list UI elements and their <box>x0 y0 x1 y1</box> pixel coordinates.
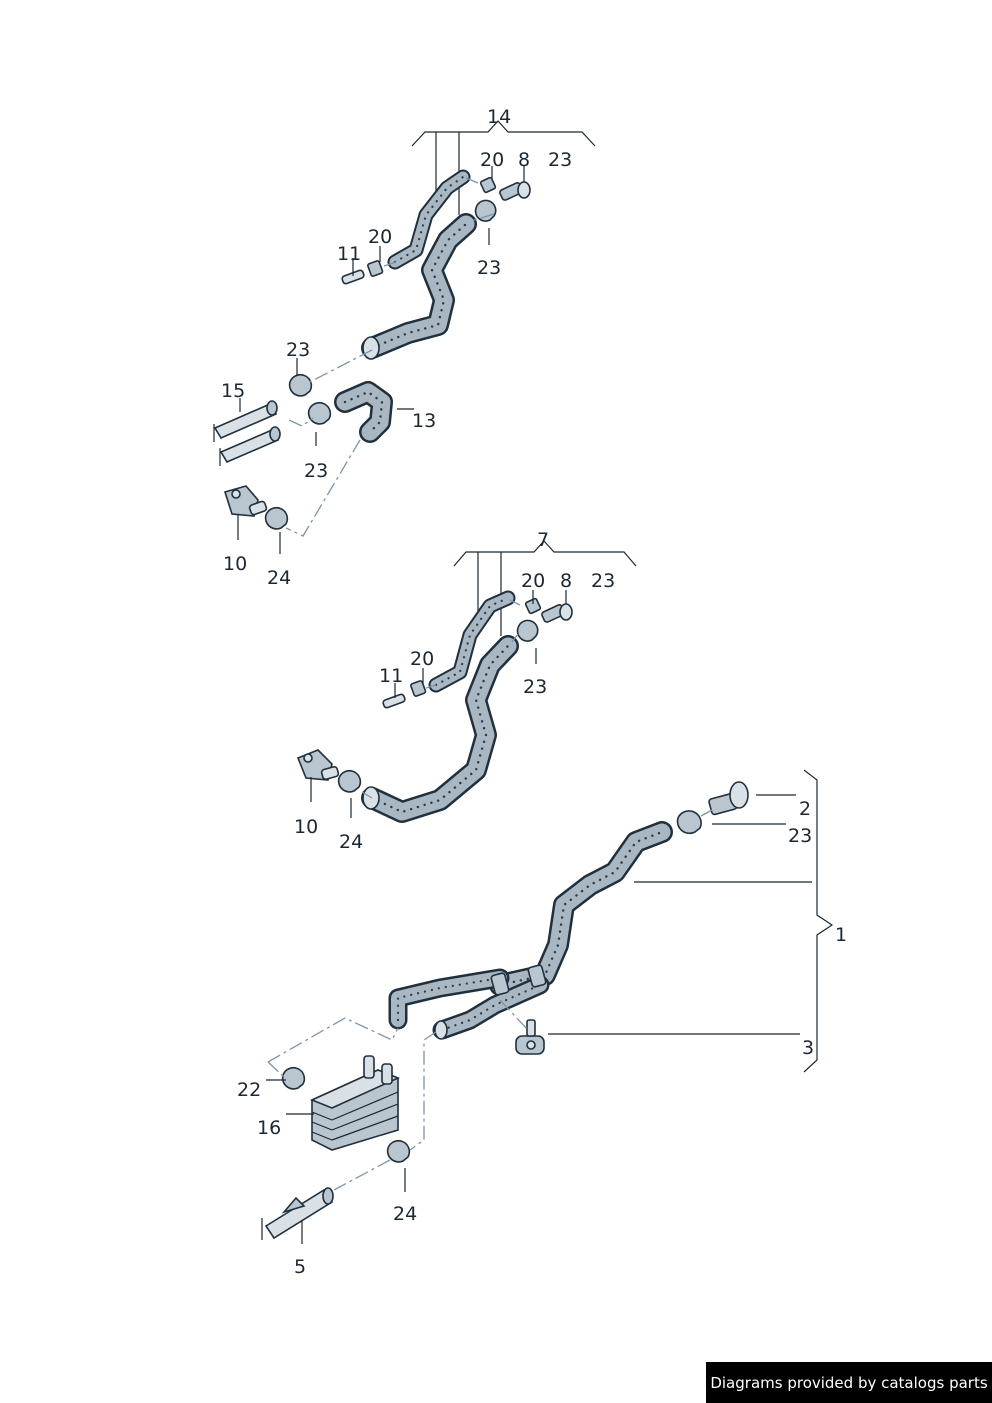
callout-20: 20 <box>480 149 504 171</box>
clamp-24-mid <box>337 769 362 793</box>
callout-20: 20 <box>368 226 392 248</box>
clamp-23-upper <box>474 199 497 222</box>
group-7-hoses <box>296 540 637 823</box>
callout-23: 23 <box>523 676 547 698</box>
callout-23: 23 <box>304 460 328 482</box>
callout-23: 23 <box>477 257 501 279</box>
connector-8-mid <box>541 603 573 623</box>
callout-14: 14 <box>487 106 511 128</box>
bracket-14 <box>411 120 596 147</box>
callout-13: 13 <box>412 410 436 432</box>
hose-large-14 <box>361 213 477 360</box>
bracket-7 <box>453 540 637 567</box>
callout-7: 7 <box>537 529 549 551</box>
plug-11-upper <box>341 269 365 285</box>
callout-8: 8 <box>560 570 572 592</box>
connector-2 <box>708 781 749 816</box>
callout-24: 24 <box>267 567 291 589</box>
callout-23: 23 <box>286 339 310 361</box>
bleed-valve-3 <box>515 1019 545 1055</box>
oil-cooler-16 <box>309 1055 401 1151</box>
hose-end <box>362 336 380 360</box>
callout-20: 20 <box>410 648 434 670</box>
callout-5: 5 <box>294 1256 306 1278</box>
callout-23: 23 <box>591 570 615 592</box>
hose-elbow-13 <box>334 381 393 443</box>
callout-11: 11 <box>337 243 361 265</box>
clamp-20-mid <box>367 260 384 277</box>
callout-1: 1 <box>835 924 847 946</box>
hose-branch-left <box>388 968 510 1030</box>
clamp-23-mid <box>516 619 539 642</box>
callout-20: 20 <box>521 570 545 592</box>
clamp-junction-a <box>490 972 510 996</box>
callout-22: 22 <box>237 1079 261 1101</box>
group-1-assembly <box>261 769 834 1244</box>
clamp-junction-b <box>527 964 547 988</box>
callout-3: 3 <box>802 1037 814 1059</box>
clamp-23-b <box>307 401 332 425</box>
callout-10: 10 <box>223 553 247 575</box>
callout-23: 23 <box>788 825 812 847</box>
callout-23: 23 <box>548 149 572 171</box>
callout-10: 10 <box>294 816 318 838</box>
hose-small-upper-14 <box>387 169 471 270</box>
hose-main-1 <box>489 821 673 996</box>
clamp-23-a <box>288 373 313 397</box>
bracket-1 <box>803 769 834 1073</box>
plug-11-mid <box>382 693 406 709</box>
clamp-20-mid-7 <box>524 597 542 615</box>
hose-small-upper-7 <box>428 590 516 693</box>
hose-branch-lower <box>432 975 550 1040</box>
clamp-24-lower <box>386 1139 411 1163</box>
callout-numbers: 14 20 8 23 23 11 20 23 15 13 23 10 24 7 … <box>221 106 847 1278</box>
callout-24: 24 <box>339 831 363 853</box>
callout-8: 8 <box>518 149 530 171</box>
callout-16: 16 <box>257 1117 281 1139</box>
clamp-20-lower-7 <box>410 680 427 697</box>
group-14-hoses <box>213 120 596 554</box>
credit-banner: Diagrams provided by catalogs parts <box>706 1362 992 1403</box>
clamp-23-lower <box>676 810 702 835</box>
clamp-24-upper <box>264 506 289 530</box>
callout-2: 2 <box>799 798 811 820</box>
hose-large-7 <box>361 635 519 823</box>
connector-8-upper <box>499 181 531 201</box>
callout-15: 15 <box>221 380 245 402</box>
clamp-22 <box>281 1066 306 1090</box>
pipe-5 <box>261 1187 334 1240</box>
valve-10-mid <box>296 749 340 781</box>
callout-11: 11 <box>379 665 403 687</box>
clamp-20-upper <box>479 176 497 194</box>
callout-24: 24 <box>393 1203 417 1225</box>
valve-10-upper <box>223 485 268 517</box>
pipe-15 <box>213 400 281 466</box>
